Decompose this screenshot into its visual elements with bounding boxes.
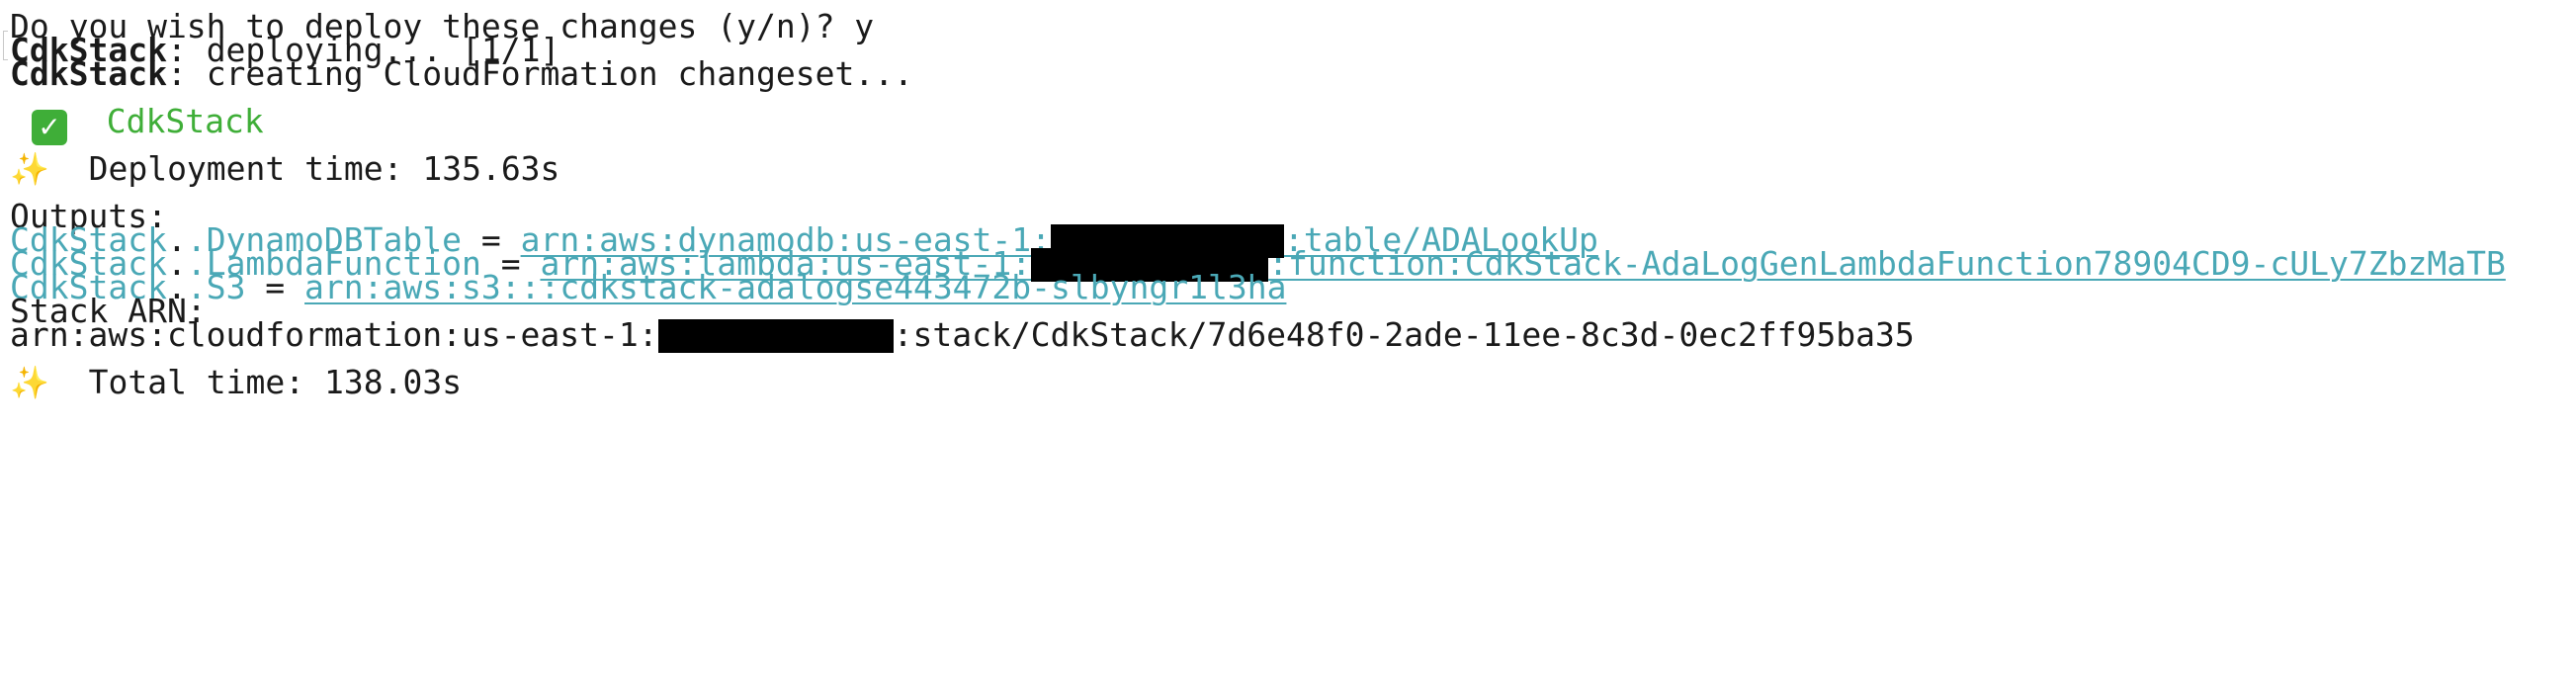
cursor-marker bbox=[3, 31, 8, 60]
deploying-message: : deploying... [1/1] bbox=[166, 31, 560, 69]
check-mark-icon: ✓ bbox=[32, 110, 67, 145]
outputs-header-line: Outputs: bbox=[10, 197, 167, 236]
output-row-dynamodb: CdkStack..DynamoDBTable = arn:aws:dynamo… bbox=[10, 220, 1598, 260]
output-row-s3: CdkStack..S3 = arn:aws:s3:::cdkstack-ada… bbox=[10, 268, 1286, 307]
stack-arn-label: Stack ARN: bbox=[10, 292, 207, 330]
output-subkey: .S3 bbox=[186, 268, 246, 306]
redacted-account-id bbox=[1031, 248, 1269, 282]
success-stack-label: CdkStack bbox=[106, 102, 264, 140]
deploy-prompt-line: Do you wish to deploy these changes (y/n… bbox=[10, 7, 874, 46]
total-time: Total time: 138.03s bbox=[88, 363, 463, 401]
success-line: ✓ CdkStack bbox=[32, 102, 264, 145]
dynamodb-arn-link[interactable]: arn:aws:dynamodb:us-east-1: :table/ADALoo… bbox=[521, 220, 1598, 259]
deployment-time-line: ✨ Deployment time: 135.63s bbox=[10, 149, 559, 189]
output-key-dot: . bbox=[166, 220, 187, 259]
sparkles-icon: ✨ bbox=[10, 150, 49, 188]
stack-name: CdkStack bbox=[10, 54, 167, 93]
stack-arn-line: arn:aws:cloudformation:us-east-1: :stack/… bbox=[10, 315, 1915, 355]
output-separator: = bbox=[245, 268, 305, 306]
outputs-header: Outputs: bbox=[10, 197, 167, 235]
lambda-arn-prefix: arn:aws:lambda:us-east-1: bbox=[540, 244, 1032, 283]
stack-name: CdkStack bbox=[10, 31, 167, 69]
lambda-arn-link[interactable]: arn:aws:lambda:us-east-1: :function:CdkSt… bbox=[540, 244, 2505, 283]
output-separator: = bbox=[461, 220, 521, 259]
total-time-line: ✨ Total time: 138.03s bbox=[10, 363, 462, 402]
deploying-status-line: CdkStack: deploying... [1/1] bbox=[10, 31, 559, 70]
deployment-time: Deployment time: 135.63s bbox=[88, 149, 560, 188]
output-separator: = bbox=[480, 244, 541, 283]
output-subkey: .LambdaFunction bbox=[186, 244, 481, 283]
redacted-account-id bbox=[657, 319, 894, 353]
stack-arn-suffix: :stack/CdkStack/7d6e48f0-2ade-11ee-8c3d-… bbox=[893, 315, 1915, 354]
deploy-prompt-text: Do you wish to deploy these changes (y/n… bbox=[10, 7, 875, 45]
output-key: CdkStack bbox=[10, 220, 167, 259]
output-subkey: .DynamoDBTable bbox=[186, 220, 462, 259]
dynamodb-arn-suffix: :table/ADALookUp bbox=[1284, 220, 1598, 259]
changeset-message: : creating CloudFormation changeset... bbox=[166, 54, 913, 93]
output-key-dot: . bbox=[166, 244, 187, 283]
output-key: CdkStack bbox=[10, 268, 167, 306]
lambda-arn-suffix: :function:CdkStack-AdaLogGenLambdaFuncti… bbox=[1268, 244, 2506, 283]
dynamodb-arn-prefix: arn:aws:dynamodb:us-east-1: bbox=[520, 220, 1052, 259]
s3-arn-link[interactable]: arn:aws:s3:::cdkstack-adalogse443472b-sl… bbox=[304, 268, 1287, 306]
stack-arn-label-line: Stack ARN: bbox=[10, 292, 207, 331]
changeset-status-line: CdkStack: creating CloudFormation change… bbox=[10, 54, 913, 94]
sparkles-icon: ✨ bbox=[10, 364, 49, 401]
output-key: CdkStack bbox=[10, 244, 167, 283]
stack-arn-prefix: arn:aws:cloudformation:us-east-1: bbox=[10, 315, 658, 354]
output-key-dot: . bbox=[166, 268, 187, 306]
output-row-lambda: CdkStack..LambdaFunction = arn:aws:lambd… bbox=[10, 244, 2506, 284]
